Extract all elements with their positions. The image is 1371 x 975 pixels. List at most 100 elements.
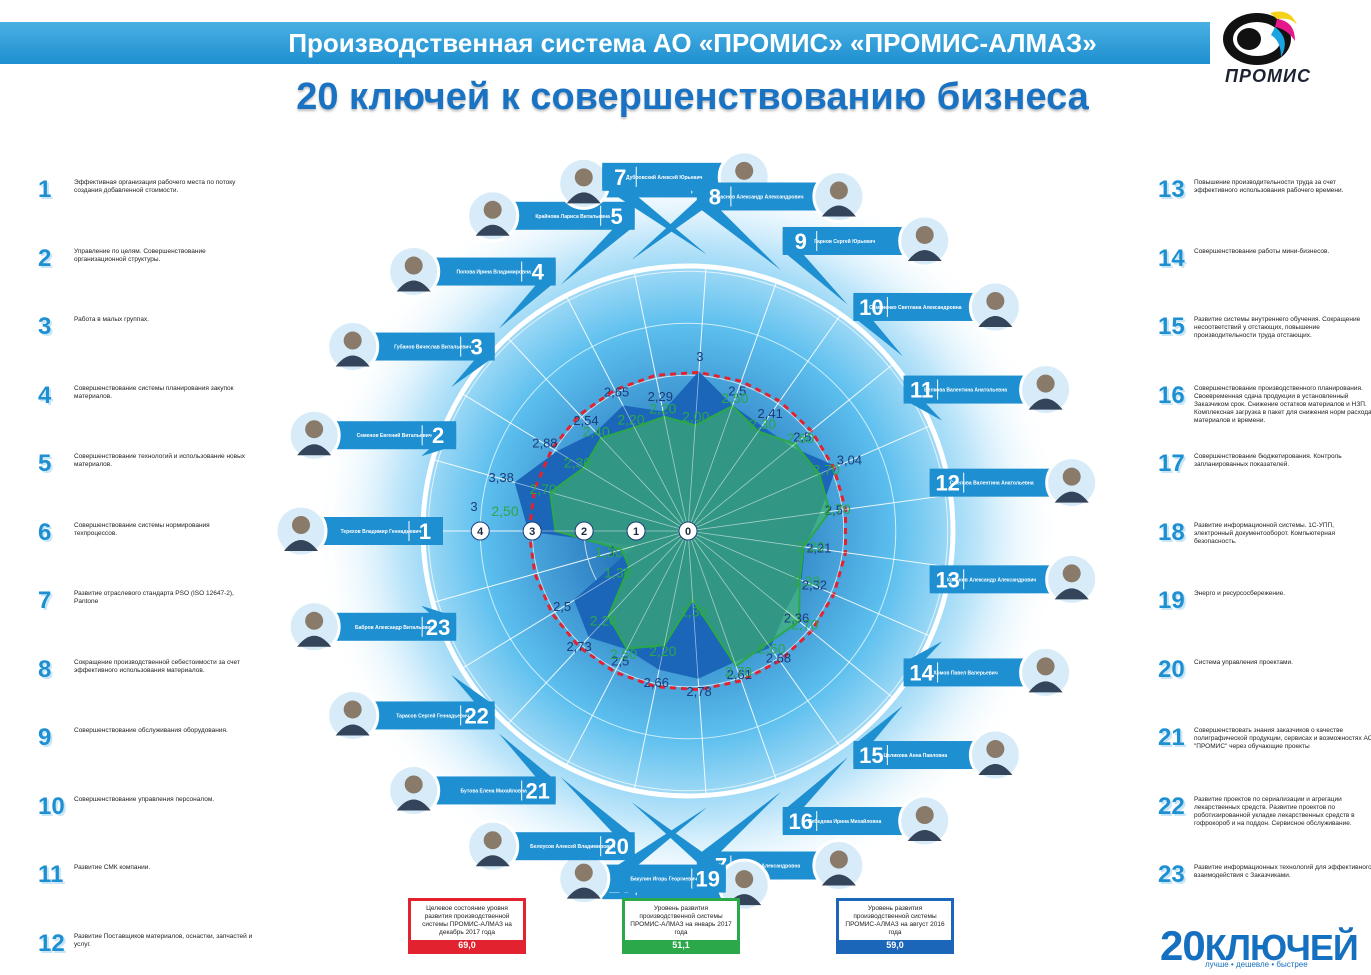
key-description: Совершенствование обслуживания оборудова… [74, 727, 228, 734]
callout-number: 1 [419, 519, 431, 544]
current-value-label: 2,20 [649, 643, 676, 659]
radar-spoke-overlay [432, 459, 689, 532]
key-description: Сокращение производственной себестоимост… [74, 658, 240, 674]
legend-text: Целевое состояние уровня развития произв… [422, 905, 512, 936]
avatar-body [396, 799, 431, 811]
callout-box [605, 864, 726, 893]
callout-number: 16 [788, 809, 812, 834]
callout-person-name: Терехов Владимир Геннадьевич [341, 529, 422, 535]
current-value-label: 2,60 [787, 430, 814, 446]
callout-box [853, 292, 974, 321]
current-value-label: 2,70 [529, 481, 556, 497]
avatar-head [1062, 564, 1081, 583]
key-description: Совершенствование бюджетирования. Контро… [1194, 453, 1342, 468]
avatar-body [978, 764, 1013, 776]
key-number: 2 [38, 244, 52, 272]
key-description: Развитие информационной системы. 1С-УПП,… [1194, 521, 1335, 545]
callout-pointer [498, 261, 556, 329]
footer-logo: 20КЛЮЧЕЙ [1160, 922, 1359, 970]
legend-value: 51,1 [625, 940, 737, 951]
callout-person-name: Гарнов Сергей Юрьевич [814, 238, 875, 245]
scale-marker [678, 521, 698, 541]
callout-box [336, 421, 457, 450]
avatar-head [305, 611, 324, 630]
radar-spoke-overlay [687, 266, 707, 532]
radar-spoke-overlay [432, 530, 689, 603]
callout-person-name: Попова Ирина Владимировна [456, 270, 531, 276]
callout-person-name: Краснов Александр Александрович [714, 194, 803, 200]
current-value-label: 2,20 [590, 612, 617, 628]
radar-spoke-overlay [687, 530, 707, 796]
callout-number: 11 [910, 378, 933, 403]
callout-number: 19 [696, 867, 720, 892]
callout-box [903, 658, 1024, 687]
current-value-label: 2,50 [721, 390, 748, 406]
callout-box [435, 257, 556, 286]
current-value-label: 2,20 [797, 539, 824, 555]
avatar-body [297, 635, 332, 647]
avatar-head [343, 700, 362, 719]
current-value-label: 2,70 [791, 617, 818, 633]
august-value-label: 2,5 [825, 502, 843, 517]
avatar-body [475, 224, 510, 236]
key-number: 23 [1158, 861, 1185, 888]
legend-item: Уровень развития производственной систем… [622, 898, 740, 954]
august-value-label: 2,5 [611, 653, 629, 668]
avatar-body [566, 192, 601, 204]
avatar-body [821, 874, 856, 886]
august-value-label: 2,78 [686, 684, 711, 699]
callout-person-name: Бакулин Игорь Георгиевич [630, 877, 697, 883]
key-number: 14 [1158, 244, 1185, 272]
current-value-label: 2,20 [649, 400, 676, 416]
key-description: Развитие Поставщиков материалов, оснастк… [74, 932, 253, 948]
avatar-body [907, 830, 942, 842]
key-number: 17 [1158, 450, 1185, 477]
scale-marker [522, 521, 542, 541]
avatar-head [735, 870, 754, 889]
callout-person-name: Смелова Валентина Анатольевна [950, 481, 1034, 487]
august-value-label: 3,38 [489, 470, 514, 485]
august-value-label: 2,5 [728, 384, 746, 399]
current-value-label: 1,30 [604, 564, 631, 580]
callout-box [514, 832, 635, 861]
avatar-head [1036, 374, 1055, 393]
august-value-label: 2,61 [727, 667, 752, 682]
avatar-head [986, 291, 1005, 310]
avatar-body [297, 444, 332, 456]
avatar-body [978, 315, 1013, 327]
key-description: Энерго и ресурсосбережение. [1194, 590, 1286, 597]
key-number: 11 [38, 861, 64, 888]
callout-box [782, 226, 903, 255]
current-value-label: 1,30 [680, 604, 707, 620]
avatar-head [343, 331, 362, 350]
callout-box [374, 332, 495, 361]
callout-number: 3 [471, 335, 483, 360]
august-value-label: 2,54 [573, 413, 598, 428]
callout-person-name: Губанов Вячеслав Витальевич [394, 344, 471, 351]
scale-marker-label: 0 [685, 526, 691, 538]
key-number: 4 [38, 381, 52, 409]
callout-box [336, 612, 457, 641]
series-target-december-2017 [527, 370, 848, 692]
current-value-label: 2,70 [823, 501, 850, 517]
august-value-label: 2,73 [566, 639, 591, 654]
august-value-label: 3 [470, 499, 477, 514]
august-value-label: 2,68 [766, 651, 791, 666]
august-value-label: 2,65 [604, 385, 629, 400]
